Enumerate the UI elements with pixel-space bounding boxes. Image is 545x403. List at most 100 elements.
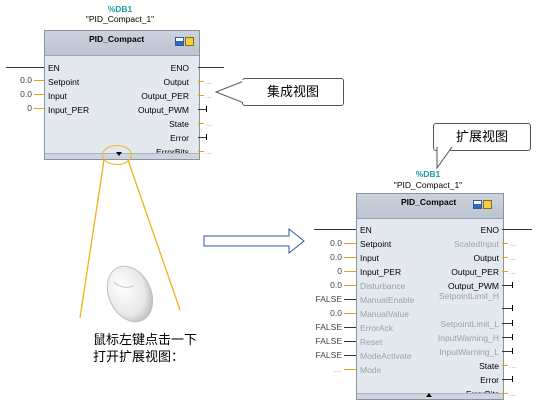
extended-wire-inputwarning-h [502,337,512,338]
extended-out-inputwarning-h[interactable]: InputWarning_H [437,333,499,343]
config-icon[interactable] [175,37,184,46]
extended-wire-disturbance [344,285,356,286]
extended-in-manualenable[interactable]: ManualEnable [360,295,415,305]
extended-in-modeactivate[interactable]: ModeActivate [360,351,412,361]
compact-wire-error [198,137,206,138]
compact-out-output[interactable]: Output [163,77,189,87]
extended-val-manualenable: FALSE [315,294,342,304]
compact-pwm-terminal [206,106,207,112]
extended-val-errorack: FALSE [315,322,342,332]
extended-instance-name: "PID_Compact_1" [393,180,463,190]
compact-wire-state [198,123,204,124]
callout-integrated-patch [242,80,244,102]
compact-val-input-per: 0 [27,103,32,113]
compact-in-input-per[interactable]: Input_PER [48,105,90,115]
extended-out-state[interactable]: State [479,361,499,371]
extended-wire-setpointlimit-l [502,323,512,324]
extended-wire-modeactivate [344,355,356,356]
extended-wire-manualenable [344,299,356,300]
extended-in-disturbance[interactable]: Disturbance [360,281,406,291]
mouse-icon [106,265,154,323]
extended-out-output[interactable]: Output [473,253,499,263]
extended-iw-l-terminal [512,348,513,354]
compact-block-header [45,31,199,56]
extended-en-pin[interactable]: EN [360,225,372,235]
extended-out-output-per[interactable]: Output_PER [451,267,499,277]
compact-out-output-per[interactable]: Output_PER [141,91,189,101]
callout-integrated-pointer [214,80,244,104]
commissioning-icon[interactable] [185,37,194,46]
extended-spl-h-terminal [512,305,513,311]
config-icon[interactable] [473,200,482,209]
extended-iw-h-terminal [512,334,513,340]
extended-out-setpointlimit-l[interactable]: SetpointLimit_L [440,319,499,329]
extended-wire-manualvalue [344,313,356,314]
compact-wire-errorbits [198,151,204,152]
expand-highlight-circle [102,145,132,165]
compact-wire-en [6,67,44,68]
extended-in-input[interactable]: Input [360,253,379,263]
compact-db-number: %DB1 [107,4,133,14]
compact-wire-setpoint [34,80,44,81]
extended-wire-output [502,257,508,258]
compact-instance-name: "PID_Compact_1" [85,14,155,24]
compact-wire-input [34,94,44,95]
collapse-arrow-icon[interactable] [426,393,432,397]
extended-in-manualvalue[interactable]: ManualValue [360,309,409,319]
extended-in-mode[interactable]: Mode [360,365,382,375]
commissioning-icon[interactable] [483,200,492,209]
extended-val-input-per: 0 [337,266,342,276]
extended-out-inputwarning-l[interactable]: InputWarning_L [439,347,499,357]
extended-val-manualvalue: 0.0 [330,308,342,318]
extended-in-input-per[interactable]: Input_PER [360,267,402,277]
extended-out-setpointlimit-h[interactable]: SetpointLimit_H [419,291,499,313]
extended-wire-eno [502,229,532,230]
extended-wire-state [502,365,508,366]
extended-in-setpoint[interactable]: Setpoint [360,239,392,249]
compact-wire-eno [198,67,224,68]
extended-dots-errorbits: ... [509,388,517,398]
extended-out-scaledinput[interactable]: ScaledInput [454,239,499,249]
extended-out-output-pwm[interactable]: Output_PWM [447,281,499,291]
extended-val-modeactivate: FALSE [315,350,342,360]
callout-extended-view: 扩展视图 [433,123,531,151]
compact-wire-output-pwm [198,109,206,110]
extended-wire-mode [344,369,356,370]
compact-eno-pin[interactable]: ENO [170,63,189,73]
compact-wire-output-per [198,95,204,96]
expand-arrow [203,228,305,254]
compact-dots-state: ... [205,118,213,128]
extended-out-setpointlimit-h-text: SetpointLimit_H [438,291,499,301]
compact-en-pin[interactable]: EN [48,63,60,73]
extended-wire-en [314,229,356,230]
extended-wire-setpointlimit-h [502,308,512,309]
extended-wire-input [344,257,356,258]
compact-out-state[interactable]: State [169,119,189,129]
extended-val-disturbance: 0.0 [330,280,342,290]
extended-dots-output-per: ... [509,266,517,276]
extended-block-icons [473,200,492,209]
compact-dots-output: ... [205,76,213,86]
extended-dots-scaledinput: ... [509,238,517,248]
extended-in-errorack[interactable]: ErrorAck [360,323,394,333]
compact-dots-output-per: ... [205,90,213,100]
extended-dots-state: ... [509,360,517,370]
extended-out-error[interactable]: Error [480,375,499,385]
caption-line-1: 鼠标左键点击一下 [93,332,198,347]
extended-pid-block[interactable]: PID_Compact EN ENO Setpoint Input Input_… [356,193,504,400]
extended-in-reset[interactable]: Reset [360,337,383,347]
extended-error-terminal [512,376,513,382]
compact-pid-block[interactable]: PID_Compact EN ENO Setpoint Input Input_… [44,30,200,160]
extended-db-number: %DB1 [415,169,441,179]
extended-wire-scaledinput [502,243,508,244]
compact-block-icons [175,37,194,46]
compact-out-errorbits[interactable]: ErrorBits [155,147,189,157]
compact-out-output-pwm[interactable]: Output_PWM [137,105,189,115]
extended-wire-output-pwm [502,285,512,286]
extended-block-type: PID_Compact [401,197,457,207]
compact-in-setpoint[interactable]: Setpoint [48,77,80,87]
compact-out-error[interactable]: Error [170,133,189,143]
extended-eno-pin[interactable]: ENO [480,225,499,235]
compact-in-input[interactable]: Input [48,91,67,101]
